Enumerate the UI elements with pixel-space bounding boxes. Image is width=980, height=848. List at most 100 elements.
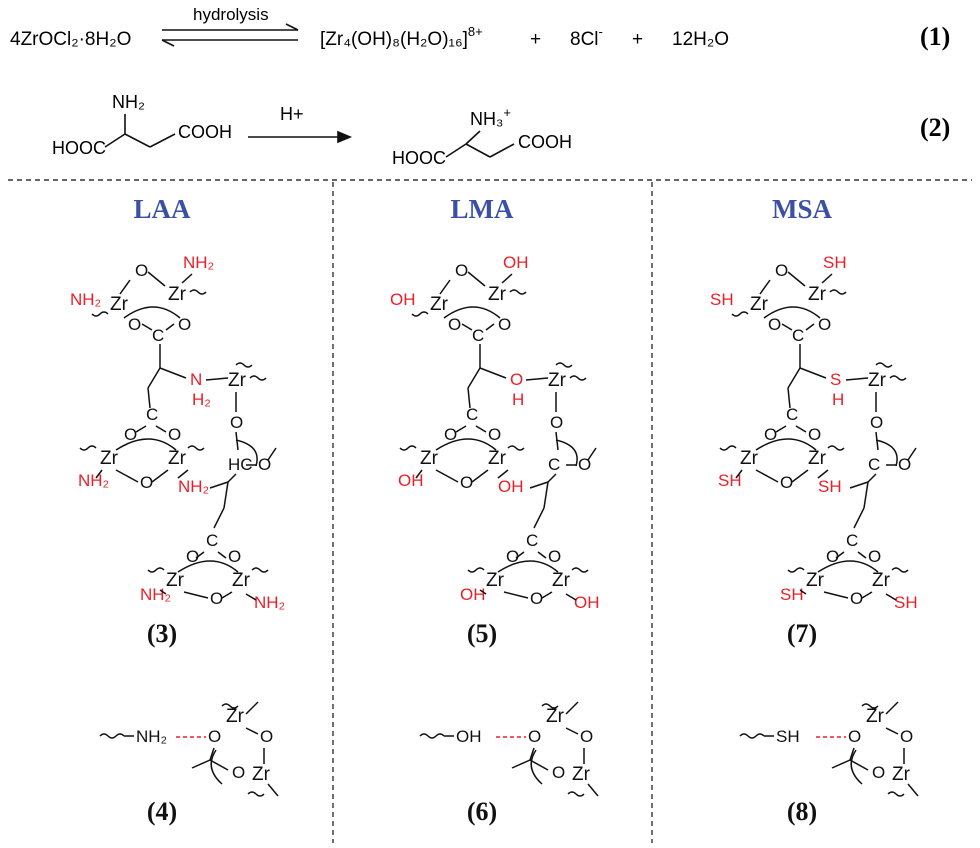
oxygen-atom: O bbox=[208, 727, 221, 746]
bond bbox=[755, 438, 817, 451]
bond bbox=[787, 387, 791, 409]
zirconium-atom: Zr bbox=[226, 706, 245, 727]
backbone-heteroatom-top: O bbox=[510, 370, 523, 389]
wavy-bond bbox=[187, 445, 205, 451]
bond bbox=[147, 367, 161, 389]
oxygen-atom: O bbox=[850, 589, 863, 608]
bond bbox=[501, 273, 513, 284]
bond bbox=[155, 425, 167, 433]
functional-group: SH bbox=[818, 477, 842, 496]
bond bbox=[759, 279, 771, 295]
bond bbox=[177, 469, 189, 479]
functional-group: SH bbox=[894, 593, 918, 612]
bond bbox=[497, 560, 559, 573]
bond bbox=[885, 727, 899, 735]
bond bbox=[787, 271, 806, 287]
reaction1-plus-2: + bbox=[632, 29, 643, 50]
polymer-chain bbox=[739, 733, 765, 739]
bond bbox=[511, 759, 531, 769]
carbon-atom: C bbox=[786, 405, 798, 424]
oxygen-atom: O bbox=[900, 727, 913, 746]
reaction2-product-bonds bbox=[445, 130, 515, 158]
oxygen-atom: O bbox=[498, 315, 511, 334]
bond bbox=[587, 783, 599, 797]
bond bbox=[471, 469, 489, 483]
oxygen-atom: O bbox=[768, 315, 781, 334]
zirconium-atom: Zr bbox=[868, 370, 887, 391]
reaction1-condition: hydrolysis bbox=[193, 5, 269, 24]
donor-group: OH bbox=[456, 727, 482, 746]
functional-group: SH bbox=[780, 585, 804, 604]
bond bbox=[817, 469, 829, 479]
functional-group: NH₂ bbox=[254, 593, 285, 612]
bond bbox=[159, 367, 187, 379]
bond bbox=[221, 591, 233, 599]
bond bbox=[209, 759, 229, 771]
reaction1-plus-1: + bbox=[530, 29, 541, 50]
dividers bbox=[8, 179, 972, 843]
bond bbox=[267, 783, 279, 797]
zirconium-atom: Zr bbox=[552, 570, 571, 591]
zirconium-atom: Zr bbox=[872, 570, 891, 591]
bond bbox=[781, 323, 793, 331]
wavy-bond bbox=[889, 375, 907, 381]
bond bbox=[850, 749, 863, 785]
zirconium-atom: Zr bbox=[430, 294, 449, 315]
functional-group: SH bbox=[710, 290, 734, 309]
zirconium-atom: Zr bbox=[546, 706, 565, 727]
zirconium-atom: Zr bbox=[228, 370, 247, 391]
bond bbox=[849, 759, 869, 771]
oxygen-atom: O bbox=[210, 589, 223, 608]
oxygen-atom: O bbox=[848, 727, 861, 746]
backbone-heteroatom: N bbox=[190, 370, 202, 389]
zirconium-atom: Zr bbox=[892, 764, 911, 785]
bond bbox=[435, 469, 459, 483]
wavy-bond bbox=[541, 703, 559, 709]
wavy-bond bbox=[829, 289, 847, 295]
wavy-bond bbox=[467, 567, 485, 573]
bond bbox=[115, 469, 139, 483]
zirconium-atom: Zr bbox=[548, 370, 567, 391]
complex-number: (5) bbox=[467, 619, 497, 648]
bond bbox=[183, 591, 209, 599]
bond bbox=[787, 367, 801, 389]
carbon-center: C bbox=[868, 455, 880, 474]
bond bbox=[805, 323, 815, 331]
bond bbox=[151, 469, 169, 483]
backbone-2-group: SH bbox=[817, 469, 877, 529]
reaction1-chloride-text: 8Cl bbox=[570, 29, 599, 50]
donor-group: SH bbox=[776, 727, 800, 746]
wavy-bond bbox=[189, 289, 207, 295]
bond bbox=[245, 593, 257, 601]
oxygen-atom: O bbox=[872, 763, 885, 782]
wavy-bond bbox=[91, 311, 109, 317]
bond bbox=[529, 481, 549, 489]
oxygen-atom: O bbox=[818, 315, 831, 334]
wavy-bond bbox=[571, 567, 589, 573]
reaction1-product-charge: 8+ bbox=[468, 24, 483, 39]
wavy-bond bbox=[861, 703, 879, 709]
zirconium-atom: Zr bbox=[486, 570, 505, 591]
bond bbox=[849, 481, 869, 489]
backbone-2-group: OH bbox=[497, 469, 557, 529]
reaction2-product-left: HOOC bbox=[392, 148, 446, 168]
bond bbox=[147, 271, 166, 287]
zirconium-atom: Zr bbox=[806, 570, 825, 591]
backbone-heteroatom-top: S bbox=[830, 370, 841, 389]
oxygen-atom: O bbox=[260, 727, 273, 746]
oxygen-atom: O bbox=[140, 473, 153, 492]
zirconium-atom: Zr bbox=[488, 284, 507, 305]
oxygen-atom: O bbox=[826, 547, 839, 566]
backbone-heteroatom: S bbox=[830, 370, 841, 389]
complex-number: (3) bbox=[147, 619, 177, 648]
bond bbox=[443, 306, 501, 319]
zirconium-atom: Zr bbox=[252, 764, 271, 785]
bond bbox=[791, 469, 809, 483]
bond bbox=[861, 591, 873, 599]
